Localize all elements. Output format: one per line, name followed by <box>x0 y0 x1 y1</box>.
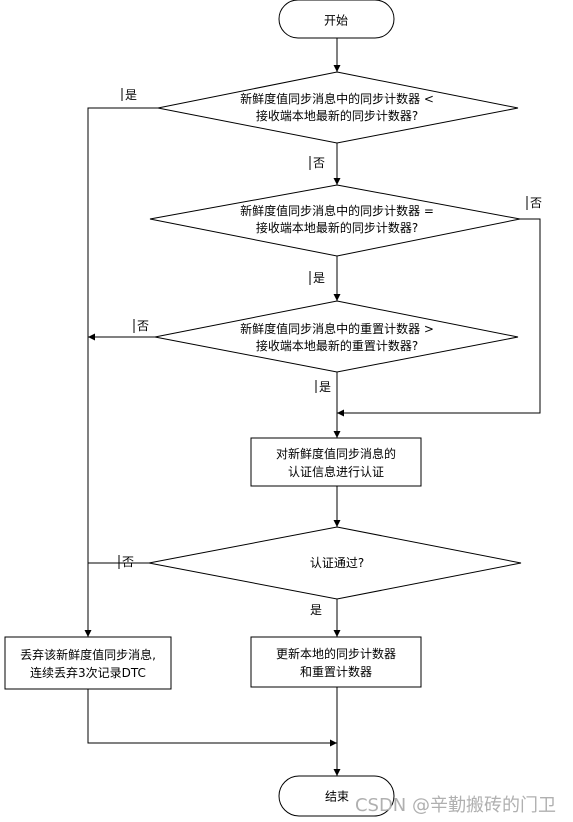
decision-1-line-1: 新鲜度值同步消息中的同步计数器 < <box>240 91 434 106</box>
d1-yes-label: 是 <box>125 88 137 102</box>
decision-2-line-2: 接收端本地最新的同步计数器? <box>256 220 418 235</box>
watermark: CSDN @辛勤搬砖的门卫 <box>355 795 556 816</box>
d4-no-label: 否 <box>122 555 134 569</box>
start-terminal: 开始 <box>278 0 395 39</box>
update-line-1: 更新本地的同步计数器 <box>276 646 396 661</box>
update-process: 更新本地的同步计数器 和重置计数器 <box>250 636 422 688</box>
decision-1-line-2: 接收端本地最新的同步计数器? <box>256 108 418 123</box>
edge-d1-yes <box>84 107 158 637</box>
connectors <box>84 38 541 776</box>
d1-no-label: 否 <box>313 156 325 170</box>
discard-line-2: 连续丢弃3次记录DTC <box>30 665 146 680</box>
auth-line-1: 对新鲜度值同步消息的 <box>276 446 396 461</box>
decision-3-line-1: 新鲜度值同步消息中的重置计数器 > <box>240 321 434 336</box>
d3-no-label: 否 <box>137 319 149 333</box>
decision-1: 新鲜度值同步消息中的同步计数器 < 接收端本地最新的同步计数器? <box>157 71 519 144</box>
discard-process: 丢弃该新鲜度值同步消息, 连续丢弃3次记录DTC <box>4 636 172 690</box>
edge-d2-no <box>337 218 541 417</box>
auth-process: 对新鲜度值同步消息的 认证信息进行认证 <box>250 437 422 487</box>
decision-2-line-1: 新鲜度值同步消息中的同步计数器 = <box>240 203 434 218</box>
d3-yes-label: 是 <box>319 380 331 394</box>
decision-3: 新鲜度值同步消息中的重置计数器 > 接收端本地最新的重置计数器? <box>154 300 519 373</box>
decision-3-line-2: 接收端本地最新的重置计数器? <box>256 338 418 353</box>
decision-2: 新鲜度值同步消息中的同步计数器 = 接收端本地最新的同步计数器? <box>149 184 521 257</box>
discard-line-1: 丢弃该新鲜度值同步消息, <box>20 647 156 662</box>
decision-4-label: 认证通过? <box>310 556 364 570</box>
update-line-2: 和重置计数器 <box>300 664 372 679</box>
decision-4: 认证通过? <box>148 526 522 600</box>
end-label: 结束 <box>325 790 349 804</box>
end-terminal: 结束 <box>278 775 395 817</box>
d2-no-label: 否 <box>530 196 542 210</box>
branch-labels: 是 否 否 是 否 是 否 是 <box>118 88 542 617</box>
d4-yes-label: 是 <box>310 603 322 617</box>
start-label: 开始 <box>324 14 348 28</box>
edge-discard-end <box>87 689 337 747</box>
auth-line-2: 认证信息进行认证 <box>288 464 384 479</box>
d2-yes-label: 是 <box>313 271 325 285</box>
